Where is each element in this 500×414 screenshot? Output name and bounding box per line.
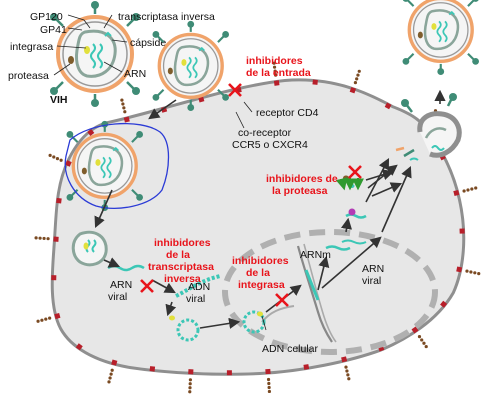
viral-dna-circle-1 <box>169 315 200 342</box>
viral-rna-cyto-strand <box>345 213 367 219</box>
nucleus-viral-rna-line2: viral <box>362 275 381 287</box>
nucleus-viral-rna-line1: ARN <box>362 263 384 275</box>
coreceptor-line2: CCR5 o CXCR4 <box>232 139 308 151</box>
budding-virion <box>401 93 462 158</box>
annotation-leaders <box>235 101 267 331</box>
rna-label: ARN <box>124 68 146 80</box>
rt-inhibitor-line2: de la <box>166 249 190 261</box>
gp120-label: GP120 <box>30 11 63 23</box>
integrase-inhibitor-line3: integrasa <box>238 279 285 291</box>
virion-rna <box>90 43 96 69</box>
receptor-marker <box>188 369 194 394</box>
viral-rna-line2: viral <box>108 291 127 303</box>
x-protease <box>348 165 362 179</box>
receptor-marker <box>75 343 83 351</box>
receptor-marker <box>34 236 59 242</box>
gp41-label: GP41 <box>40 24 67 36</box>
virion-capsid <box>75 29 117 78</box>
receptor-marker <box>149 366 156 372</box>
cellular-dna-strand-2 <box>303 243 337 343</box>
receptor-marker <box>411 326 428 349</box>
receptor-marker <box>51 275 57 281</box>
integrase-inhibitor-line1: inhibidores <box>232 255 289 267</box>
flow-arrows <box>94 89 446 329</box>
cell-cytoplasm <box>53 81 463 373</box>
viral-dna-line2: viral <box>186 293 205 305</box>
virion-protease-dot <box>68 56 74 64</box>
virion-released <box>400 0 481 77</box>
receptor-cd4-label: receptor CD4 <box>256 107 319 119</box>
viral-dna-helix <box>175 274 221 298</box>
receptor-marker <box>312 79 318 85</box>
integrase-label: integrasa <box>10 41 53 53</box>
receptor-marker <box>107 359 118 384</box>
legend-leaders <box>53 14 128 76</box>
receptor-marker <box>440 300 448 308</box>
receptor-marker <box>341 356 351 381</box>
receptor-marker <box>87 128 95 136</box>
viral-dna-line1: ADN <box>188 281 210 293</box>
receptor-marker <box>349 69 361 94</box>
virion-legend <box>50 1 140 107</box>
integrated-viral-dna <box>304 269 320 301</box>
viral-rna-nucleus-strand <box>341 239 367 245</box>
x-reverse-transcriptase <box>140 279 154 293</box>
x-integrase <box>275 293 289 307</box>
receptor-marker <box>48 153 72 167</box>
capsid-label: cápside <box>130 37 166 49</box>
receptor-marker <box>226 370 232 376</box>
cellular-dna-label: ADN celular <box>262 343 319 355</box>
receptor-marker <box>36 312 61 323</box>
receptor-marker <box>272 61 280 86</box>
nucleus-envelope <box>222 229 438 355</box>
rt-inhibitor-line4: inversa <box>164 273 201 285</box>
transcriptase-label: transcriptasa inversa <box>118 11 215 23</box>
protease-label: proteasa <box>8 70 49 82</box>
receptor-marker <box>384 102 392 110</box>
virus-name-label: VIH <box>50 94 68 106</box>
receptor-marker <box>456 266 481 276</box>
cellular-dna-strand <box>296 245 333 343</box>
entry-inhibitor-line1: inhibidores <box>246 55 303 67</box>
viral-rna-line1: ARN <box>110 279 132 291</box>
uncoated-capsid <box>71 230 108 267</box>
protease-inhibitor-line2: la proteasa <box>272 185 328 197</box>
receptor-marker <box>303 364 310 370</box>
protease-inhibitor-line1: inhibidores de <box>266 173 338 185</box>
receptor-marker <box>120 98 130 123</box>
mrna-strand <box>325 245 351 251</box>
receptor-marker <box>453 186 478 197</box>
mrna-label: ARNm <box>300 249 331 261</box>
host-cell <box>34 61 481 394</box>
coreceptor-line1: co-receptor <box>238 127 292 139</box>
virion-integrase-dot <box>84 46 90 54</box>
rt-inhibitor-line1: inhibidores <box>154 237 211 249</box>
receptor-marker <box>459 228 465 234</box>
receptor-marker <box>265 368 272 394</box>
protease-cleavage-arrows <box>335 177 364 191</box>
virion-envelope <box>56 15 134 93</box>
integrase-inhibitor-line2: de la <box>246 267 270 279</box>
virion-spikes <box>50 1 140 107</box>
rt-inhibitor-line3: transcriptasa <box>148 261 214 273</box>
x-entry <box>228 83 242 97</box>
polyprotein-dot <box>348 208 356 216</box>
receptor-marker <box>56 197 62 204</box>
entry-inhibitor-line2: de la entrada <box>246 67 311 79</box>
block-marks <box>140 83 362 307</box>
endosome-membrane <box>64 123 170 209</box>
